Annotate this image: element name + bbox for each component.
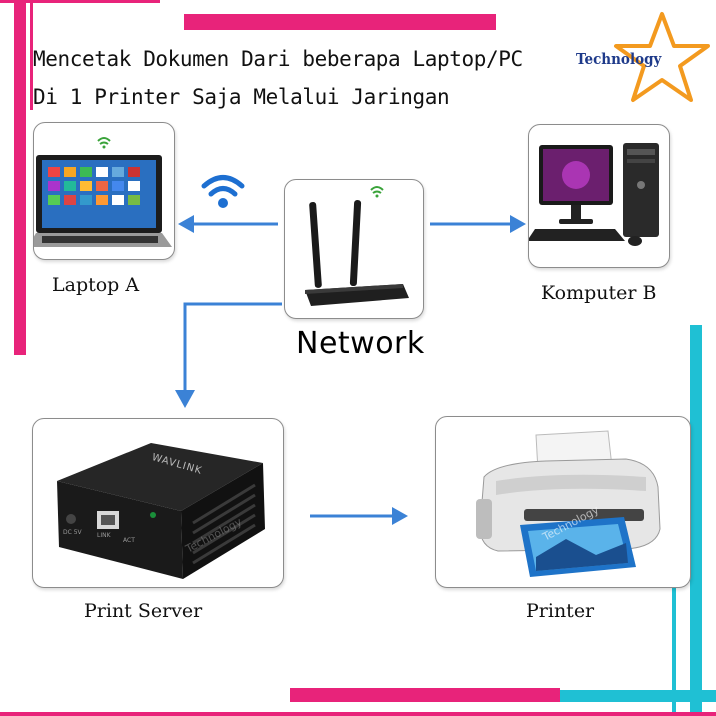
cyan-stripe-bottom <box>512 690 716 702</box>
print-server-act-label: ACT <box>123 537 135 544</box>
cyan-stripe-right <box>690 325 702 716</box>
title-line-2: Di 1 Printer Saja Melalui Jaringan <box>33 85 450 109</box>
pink-stripe-bottom <box>290 688 560 702</box>
arrow-router-to-laptop <box>178 215 278 233</box>
title-line-1: Mencetak Dokumen Dari beberapa Laptop/PC <box>33 47 523 71</box>
star-icon <box>614 12 710 102</box>
pink-stripe-bottom-thin <box>0 712 716 716</box>
pink-stripe-top-thin <box>0 0 160 3</box>
print-server-power-label: DC 5V <box>63 529 82 536</box>
cyan-stripe-right-inner <box>672 470 676 716</box>
laptop-a-card <box>33 122 175 260</box>
router-icon <box>305 186 409 306</box>
printer-label: Printer <box>526 600 595 622</box>
print-server-link-label: LINK <box>97 532 111 539</box>
komputer-b-card <box>528 124 670 268</box>
network-label: Network <box>296 326 425 361</box>
technology-logo: Technology <box>570 10 710 105</box>
printer-icon <box>476 430 661 577</box>
arrow-router-to-print-server <box>175 302 282 408</box>
desktop-computer-icon <box>529 143 659 246</box>
arrow-router-to-komputer <box>430 215 526 233</box>
router-card <box>284 179 424 319</box>
arrow-print-server-to-printer <box>310 507 408 525</box>
logo-text: Technology <box>576 50 662 68</box>
pink-stripe-top <box>184 14 496 30</box>
pink-stripe-left-inner <box>30 0 33 110</box>
komputer-b-label: Komputer B <box>541 282 657 304</box>
laptop-a-label: Laptop A <box>52 274 140 296</box>
wifi-icon <box>201 175 245 208</box>
print-server-card: WAVLINK DC 5V LINK ACT Technology <box>32 418 284 588</box>
pink-stripe-left <box>14 0 26 355</box>
print-server-icon <box>57 443 265 579</box>
printer-card: Technology <box>435 416 691 588</box>
print-server-label: Print Server <box>84 600 203 622</box>
laptop-icon <box>34 137 172 247</box>
